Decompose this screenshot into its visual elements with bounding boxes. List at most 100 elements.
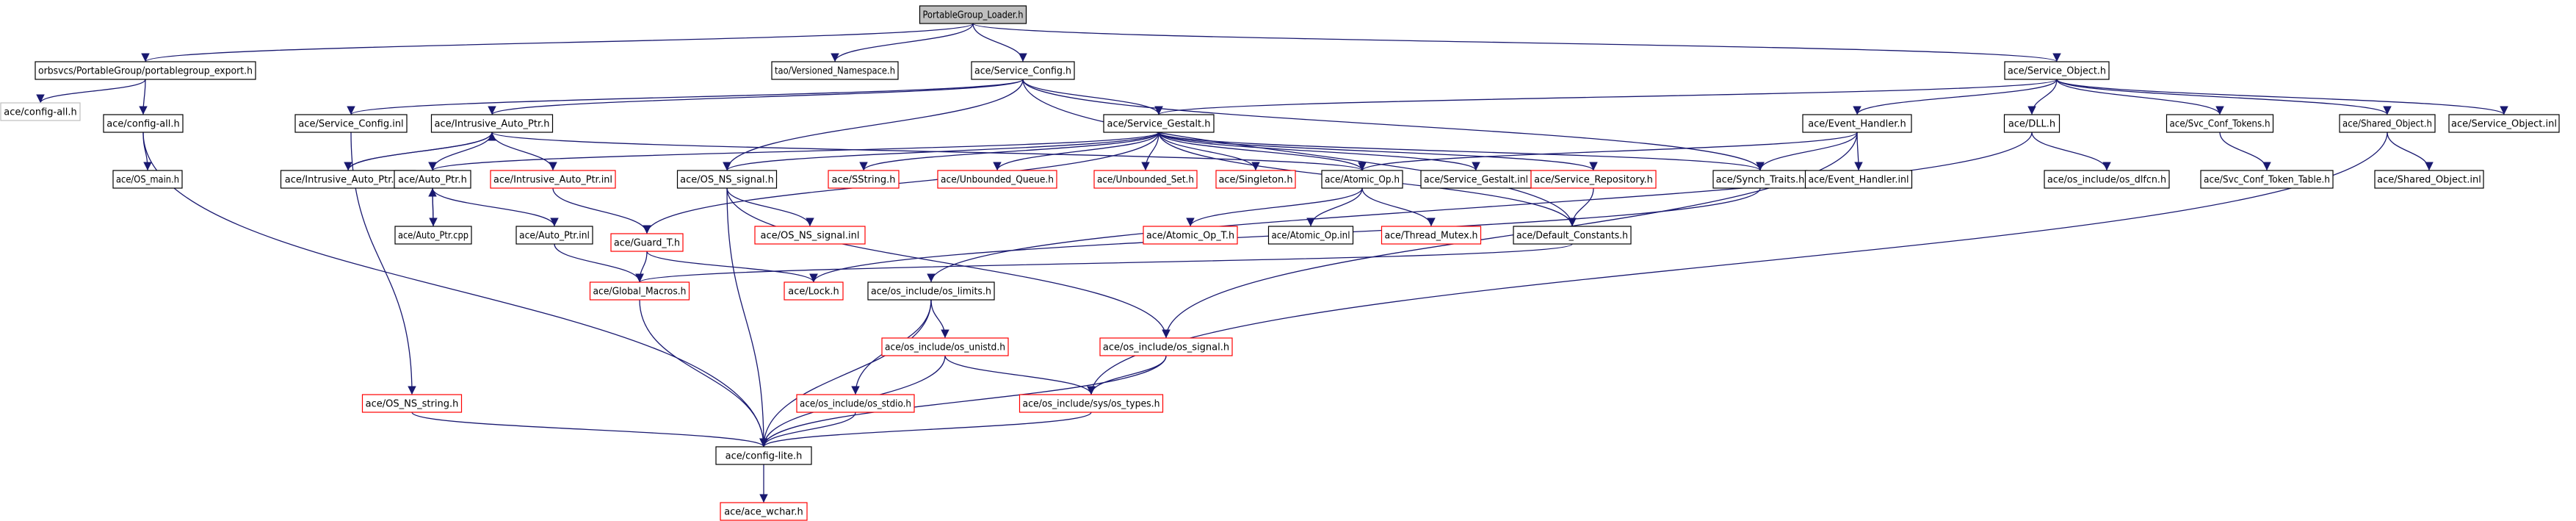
node-label: ace/Intrusive_Auto_Ptr.inl: [493, 175, 612, 186]
node-ace-auto-ptr-cpp[interactable]: ace/Auto_Ptr.cpp: [394, 226, 472, 245]
node-ace-default-constants-h[interactable]: ace/Default_Constants.h: [1513, 226, 1632, 245]
node-ace-auto-ptr-inl[interactable]: ace/Auto_Ptr.inl: [515, 226, 593, 245]
node-ace-atomic-op-t-h[interactable]: ace/Atomic_Op_T.h: [1143, 226, 1238, 245]
node-ace-config-lite-h[interactable]: ace/config-lite.h: [715, 446, 812, 465]
node-ace-intrusive-auto-ptr-cpp[interactable]: ace/Intrusive_Auto_Ptr.cpp: [280, 170, 416, 189]
node-ace-os-include-os-signal-h[interactable]: ace/os_include/os_signal.h: [1099, 337, 1233, 356]
node-label: ace/Service_Gestalt.h: [1107, 119, 1210, 130]
edge-svc-config-h-to-svc-gestalt-h: [1022, 79, 1163, 115]
node-label: ace/Lock.h: [788, 287, 839, 298]
node-ace-singleton-h[interactable]: ace/Singleton.h: [1215, 170, 1296, 189]
node-ace-intrusive-auto-ptr-h[interactable]: ace/Intrusive_Auto_Ptr.h: [430, 114, 554, 133]
node-ace-os-ns-signal-h[interactable]: ace/OS_NS_signal.h: [676, 170, 778, 189]
node-label: ace/Synch_Traits.h: [1716, 175, 1805, 186]
node-box: [1267, 226, 1354, 245]
node-label: ace/os_include/os_dlfcn.h: [2047, 175, 2166, 186]
edge-root-to-orbsvcs-export: [141, 23, 974, 62]
node-label: ace/Intrusive_Auto_Ptr.cpp: [285, 175, 411, 186]
node-ace-unbounded-queue-h[interactable]: ace/Unbounded_Queue.h: [937, 170, 1057, 189]
node-label: ace/OS_NS_signal.inl: [760, 231, 859, 242]
node-label: ace/os_include/os_signal.h: [1103, 342, 1229, 353]
node-box: [715, 446, 812, 465]
node-ace-shared-object-inl[interactable]: ace/Shared_Object.inl: [2374, 170, 2484, 189]
edge-os-signal-to-sys-types: [1087, 355, 1167, 395]
node-ace-service-object-inl[interactable]: ace/Service_Object.inl: [2448, 114, 2560, 133]
node-ace-os-ns-string-h[interactable]: ace/OS_NS_string.h: [361, 394, 463, 413]
edge-root-to-svc-config-h: [972, 23, 1027, 62]
node-ace-service-config-h[interactable]: ace/Service_Config.h: [971, 61, 1075, 80]
edge-os-limits-to-config-lite: [759, 299, 932, 448]
node-box: [515, 226, 593, 245]
node-ace-shared-object-h[interactable]: ace/Shared_Object.h: [2339, 114, 2436, 133]
node-ace-service-object-h[interactable]: ace/Service_Object.h: [2004, 61, 2110, 80]
edge-intrusive-h-to-atomic-op-h: [491, 132, 1367, 171]
node-label: ace/config-all.h: [4, 107, 77, 118]
node-ace-dll-h[interactable]: ace/DLL.h: [2003, 114, 2061, 133]
edge-atomic-op-h-to-thread-mutex: [1361, 187, 1436, 227]
node-ace-service-config-inl[interactable]: ace/Service_Config.inl: [294, 114, 408, 133]
edge-atomic-op-h-to-atomic-op-t: [1186, 187, 1363, 227]
node-ace-os-include-os-limits-h[interactable]: ace/os_include/os_limits.h: [867, 281, 995, 301]
node-box: [490, 170, 616, 189]
node-tao-versioned-namespace-h[interactable]: tao/Versioned_Namespace.h: [771, 61, 899, 80]
node-ace-synch-traits-h[interactable]: ace/Synch_Traits.h: [1712, 170, 1808, 189]
node-orbsvcs-portablegroup-portablegroup-export-h[interactable]: orbsvcs/PortableGroup/portablegroup_expo…: [35, 61, 256, 80]
node-ace-svc-conf-tokens-h[interactable]: ace/Svc_Conf_Tokens.h: [2166, 114, 2274, 133]
node-ace-os-include-os-dlfcn-h[interactable]: ace/os_include/os_dlfcn.h: [2044, 170, 2170, 189]
node-label: ace/Service_Repository.h: [1534, 175, 1653, 186]
node-ace-sstring-h[interactable]: ace/SString.h: [828, 170, 900, 189]
node-box: [1712, 170, 1808, 189]
edge-intrusive-h-to-auto-ptr-h: [428, 132, 493, 171]
node-ace-thread-mutex-h[interactable]: ace/Thread_Mutex.h: [1381, 226, 1482, 245]
edge-guard-t-to-global-macros: [635, 251, 648, 283]
node-ace-os-include-os-unistd-h[interactable]: ace/os_include/os_unistd.h: [881, 337, 1009, 356]
node-ace-global-macros-h[interactable]: ace/Global_Macros.h: [589, 281, 690, 301]
node-box: [112, 170, 183, 189]
node-box: [720, 502, 808, 521]
node-box: [676, 170, 778, 189]
node-box: [937, 170, 1057, 189]
node-layer: PortableGroup_Loader.h orbsvcs/PortableGr…: [0, 5, 2560, 521]
node-ace-svc-conf-token-table-h[interactable]: ace/Svc_Conf_Token_Table.h: [2200, 170, 2334, 189]
node-label: ace/Singleton.h: [1218, 175, 1292, 186]
node-label: ace/OS_NS_string.h: [366, 399, 459, 410]
edge-root-to-svc-object-h: [972, 23, 2061, 62]
node-ace-event-handler-h[interactable]: ace/Event_Handler.h: [1802, 114, 1912, 133]
node-box: [2044, 170, 2170, 189]
node-ace-guard-t-h[interactable]: ace/Guard_T.h: [610, 233, 684, 252]
node-box: [971, 61, 1075, 80]
node-box: [1143, 226, 1238, 245]
node-ace-service-repository-h[interactable]: ace/Service_Repository.h: [1530, 170, 1657, 189]
edge-svc-gestalt-h-to-unbounded-queue: [993, 132, 1159, 171]
node-ace-lock-h[interactable]: ace/Lock.h: [784, 281, 844, 301]
node-ace-ace-wchar-h[interactable]: ace/ace_wchar.h: [720, 502, 808, 521]
edge-svc-gestalt-h-to-auto-ptr-h: [428, 132, 1159, 171]
node-label: ace/Shared_Object.inl: [2377, 175, 2481, 186]
node-ace-os-include-os-stdio-h[interactable]: ace/os_include/os_stdio.h: [796, 394, 915, 413]
node-ace-service-gestalt-h[interactable]: ace/Service_Gestalt.h: [1103, 114, 1215, 133]
edge-svc-config-h-to-synch-traits: [1022, 79, 1765, 171]
node-label: ace/Service_Gestalt.inl: [1424, 175, 1528, 186]
node-ace-event-handler-inl[interactable]: ace/Event_Handler.inl: [1804, 170, 1913, 189]
node-ace-config-all-h[interactable]: ace/config-all.h: [103, 114, 184, 133]
node-ace-os-ns-signal-inl[interactable]: ace/OS_NS_signal.inl: [754, 226, 866, 245]
node-ace-auto-ptr-h[interactable]: ace/Auto_Ptr.h: [394, 170, 471, 189]
edge-event-handler-h-to-event-handler-inl: [1854, 132, 1863, 171]
node-ace-unbounded-set-h[interactable]: ace/Unbounded_Set.h: [1093, 170, 1198, 189]
edge-svc-config-h-to-svc-config-inl: [347, 79, 1024, 115]
node-ace-os-include-sys-os-types-h[interactable]: ace/os_include/sys/os_types.h: [1019, 394, 1164, 413]
node-label: PortableGroup_Loader.h: [923, 10, 1024, 21]
node-ace-config-all-h[interactable]: ace/config-all.h: [0, 102, 81, 121]
edge-os-unistd-to-sys-types: [944, 355, 1096, 395]
node-ace-intrusive-auto-ptr-inl[interactable]: ace/Intrusive_Auto_Ptr.inl: [490, 170, 616, 189]
node-ace-service-gestalt-inl[interactable]: ace/Service_Gestalt.inl: [1420, 170, 1532, 189]
node-box: [2374, 170, 2484, 189]
node-ace-os-main-h[interactable]: ace/OS_main.h: [112, 170, 183, 189]
node-ace-atomic-op-inl[interactable]: ace/Atomic_Op.inl: [1267, 226, 1354, 245]
edge-svc-gestalt-h-to-guard-t: [643, 132, 1159, 234]
node-portablegroup-loader-h[interactable]: PortableGroup_Loader.h: [919, 5, 1027, 24]
node-box: [394, 170, 471, 189]
edge-svc-conf-tokens-to-svc-conf-token-table: [2219, 132, 2271, 171]
node-ace-atomic-op-h[interactable]: ace/Atomic_Op.h: [1321, 170, 1403, 189]
edge-global-macros-to-config-lite: [639, 299, 768, 448]
